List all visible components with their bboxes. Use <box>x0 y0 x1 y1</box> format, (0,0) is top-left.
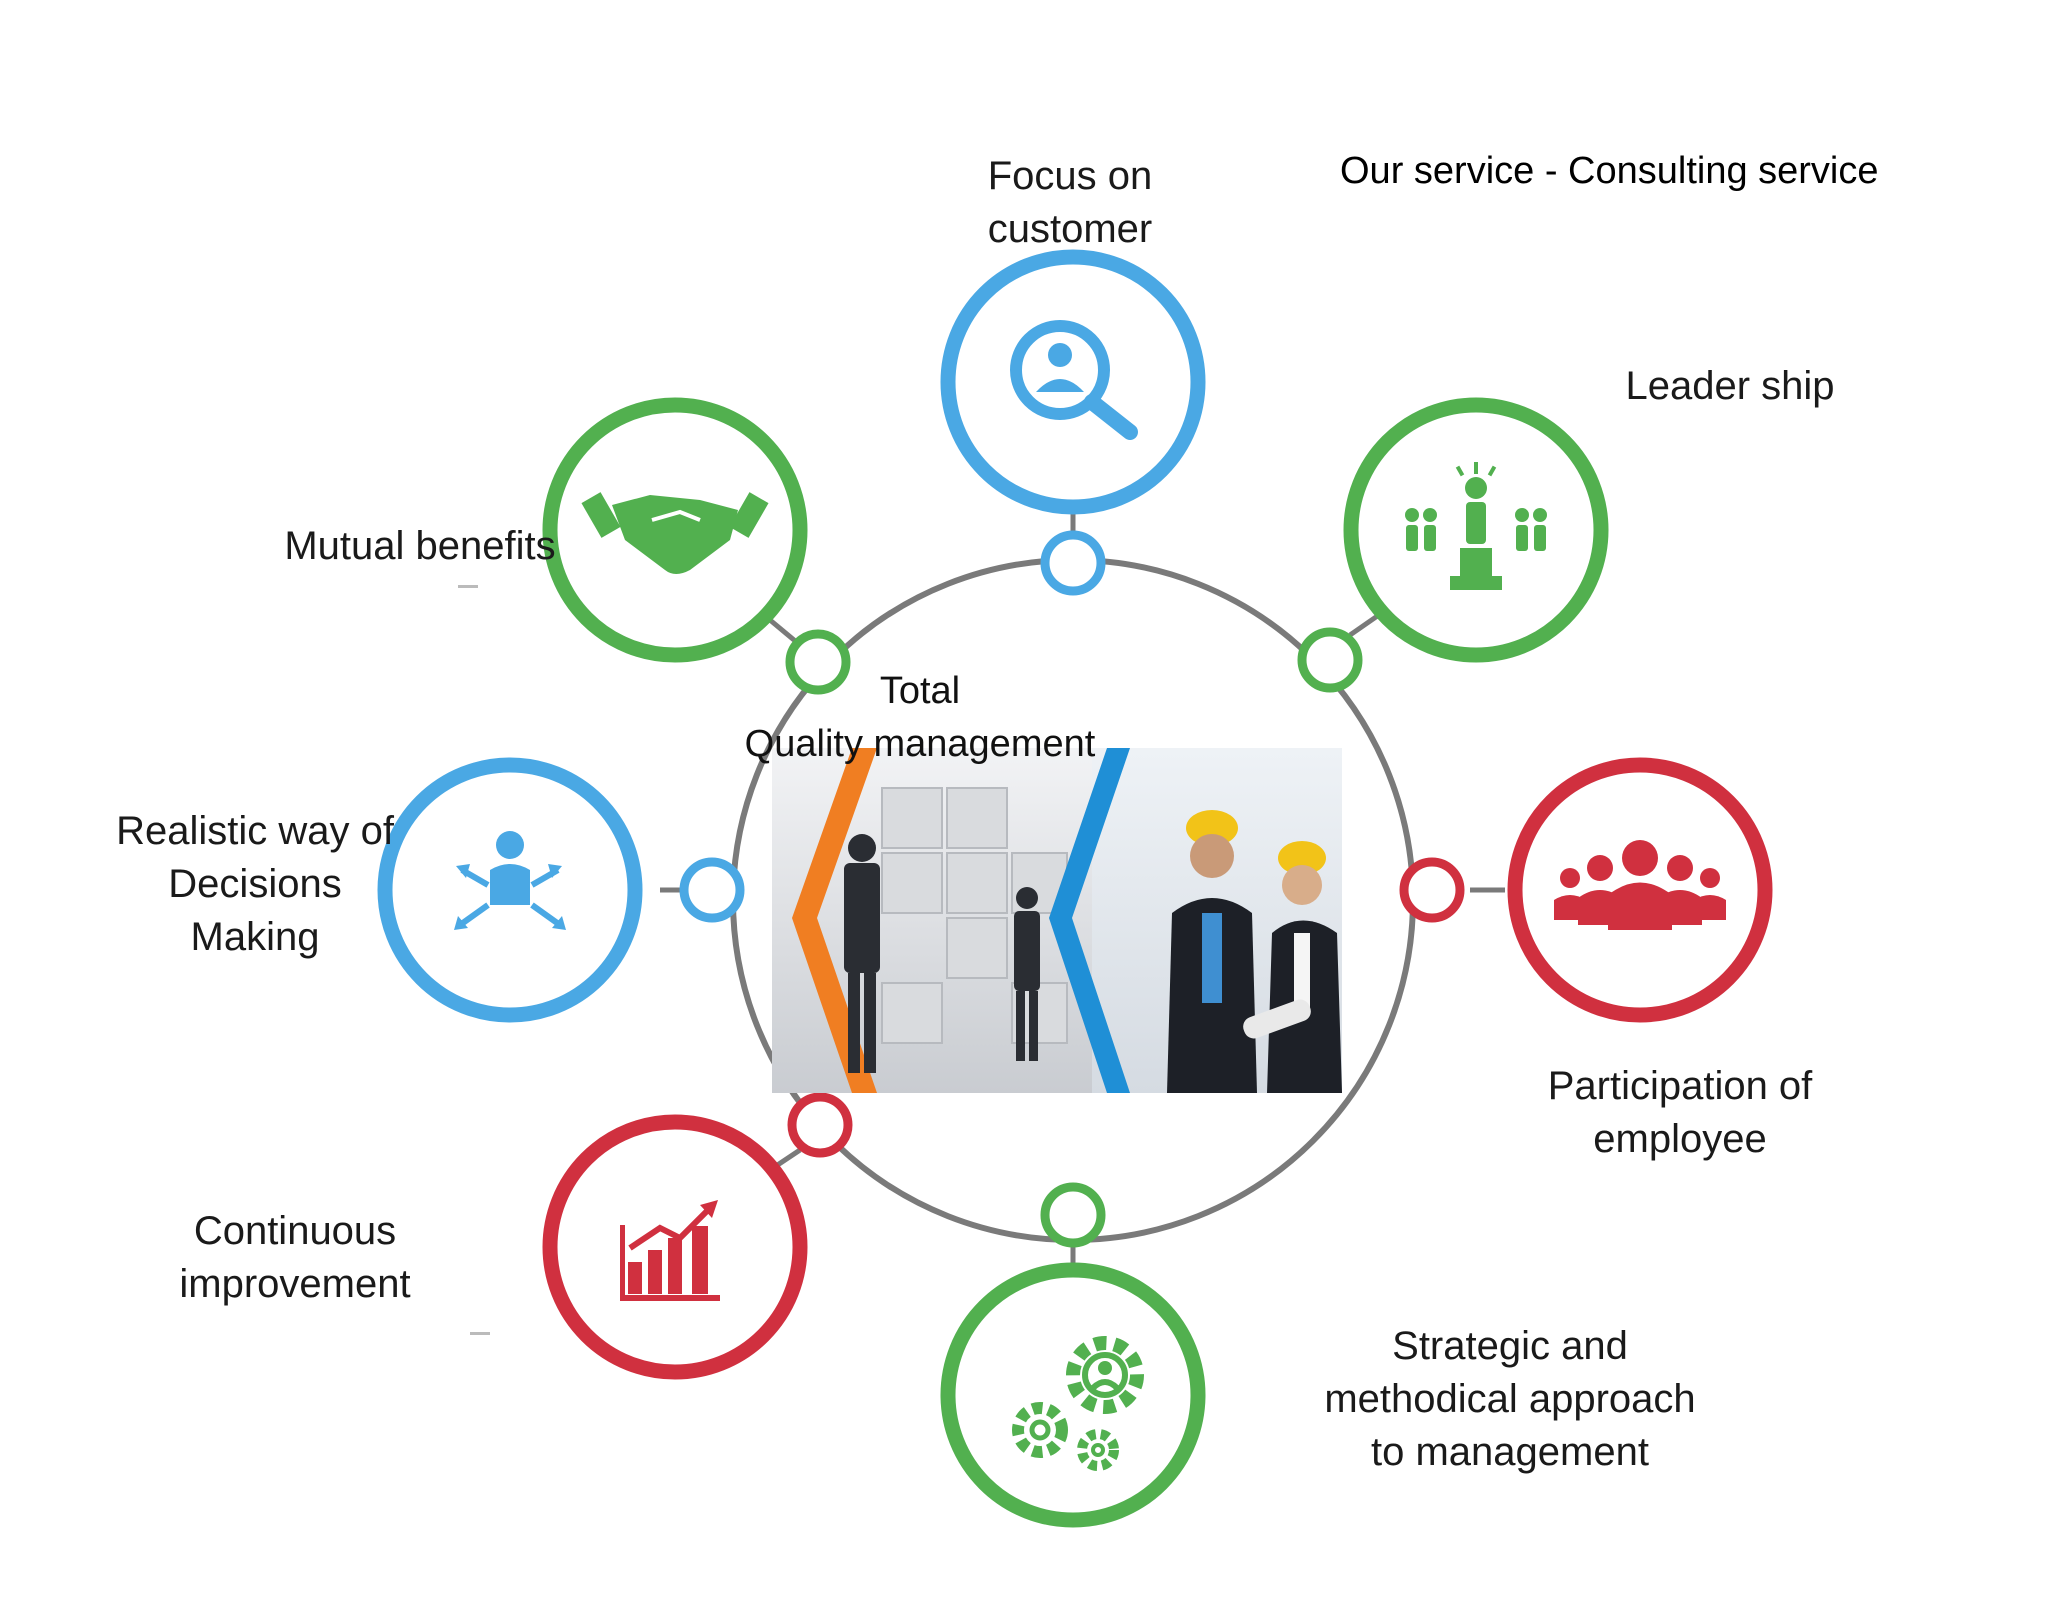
label-line: methodical approach <box>1324 1377 1696 1421</box>
center-title: Total Quality management <box>715 665 1125 771</box>
label-line: Strategic and <box>1392 1324 1628 1368</box>
label-line: employee <box>1593 1117 1767 1161</box>
decision-icon <box>454 831 566 930</box>
label-line: Making <box>190 915 320 959</box>
label-mutual: Mutual benefits <box>260 520 580 573</box>
header-text: Our service - Consulting service <box>1340 150 1879 192</box>
node-dot-continuous <box>787 1092 853 1158</box>
decor-dash <box>470 1332 490 1335</box>
node-dot-decisions <box>679 857 745 923</box>
connector-nodes <box>679 530 1465 1248</box>
node-dot-focus <box>1040 530 1106 596</box>
center-title-line-1: Total <box>879 670 961 712</box>
label-line: customer <box>987 207 1153 251</box>
label-continuous: Continuous improvement <box>145 1205 445 1311</box>
label-line: Focus on <box>987 154 1153 198</box>
search-customer-icon <box>1010 320 1138 440</box>
label-decisions: Realistic way of Decisions Making <box>90 805 420 964</box>
circle-focus <box>940 249 1206 515</box>
node-dot-leadership <box>1297 627 1363 693</box>
label-line: Participation of <box>1547 1064 1813 1108</box>
photo-illustration <box>772 748 1342 1093</box>
handshake-icon <box>581 492 769 574</box>
center-title-line-2: Quality management <box>744 723 1096 765</box>
leader-icon <box>1405 462 1547 590</box>
gears-icon <box>1012 1336 1144 1471</box>
label-focus: Focus on customer <box>920 150 1220 256</box>
label-line: Continuous <box>193 1209 397 1253</box>
label-line: to management <box>1371 1430 1649 1474</box>
label-leadership: Leader ship <box>1580 360 1880 413</box>
center-photo <box>772 748 1342 1093</box>
label-line: Realistic way of <box>116 809 394 853</box>
label-line: improvement <box>179 1262 411 1306</box>
team-icon <box>1554 840 1726 930</box>
node-dot-participation <box>1399 857 1465 923</box>
label-participation: Participation of employee <box>1490 1060 1870 1166</box>
label-line: Mutual benefits <box>284 524 556 568</box>
label-line: Leader ship <box>1625 364 1835 408</box>
node-dot-strategic <box>1040 1182 1106 1248</box>
label-strategic: Strategic and methodical approach to man… <box>1300 1320 1720 1479</box>
decor-dash <box>458 585 478 588</box>
label-line: Decisions <box>168 862 342 906</box>
growth-chart-icon <box>620 1200 720 1301</box>
node-dot-mutual <box>785 629 851 695</box>
